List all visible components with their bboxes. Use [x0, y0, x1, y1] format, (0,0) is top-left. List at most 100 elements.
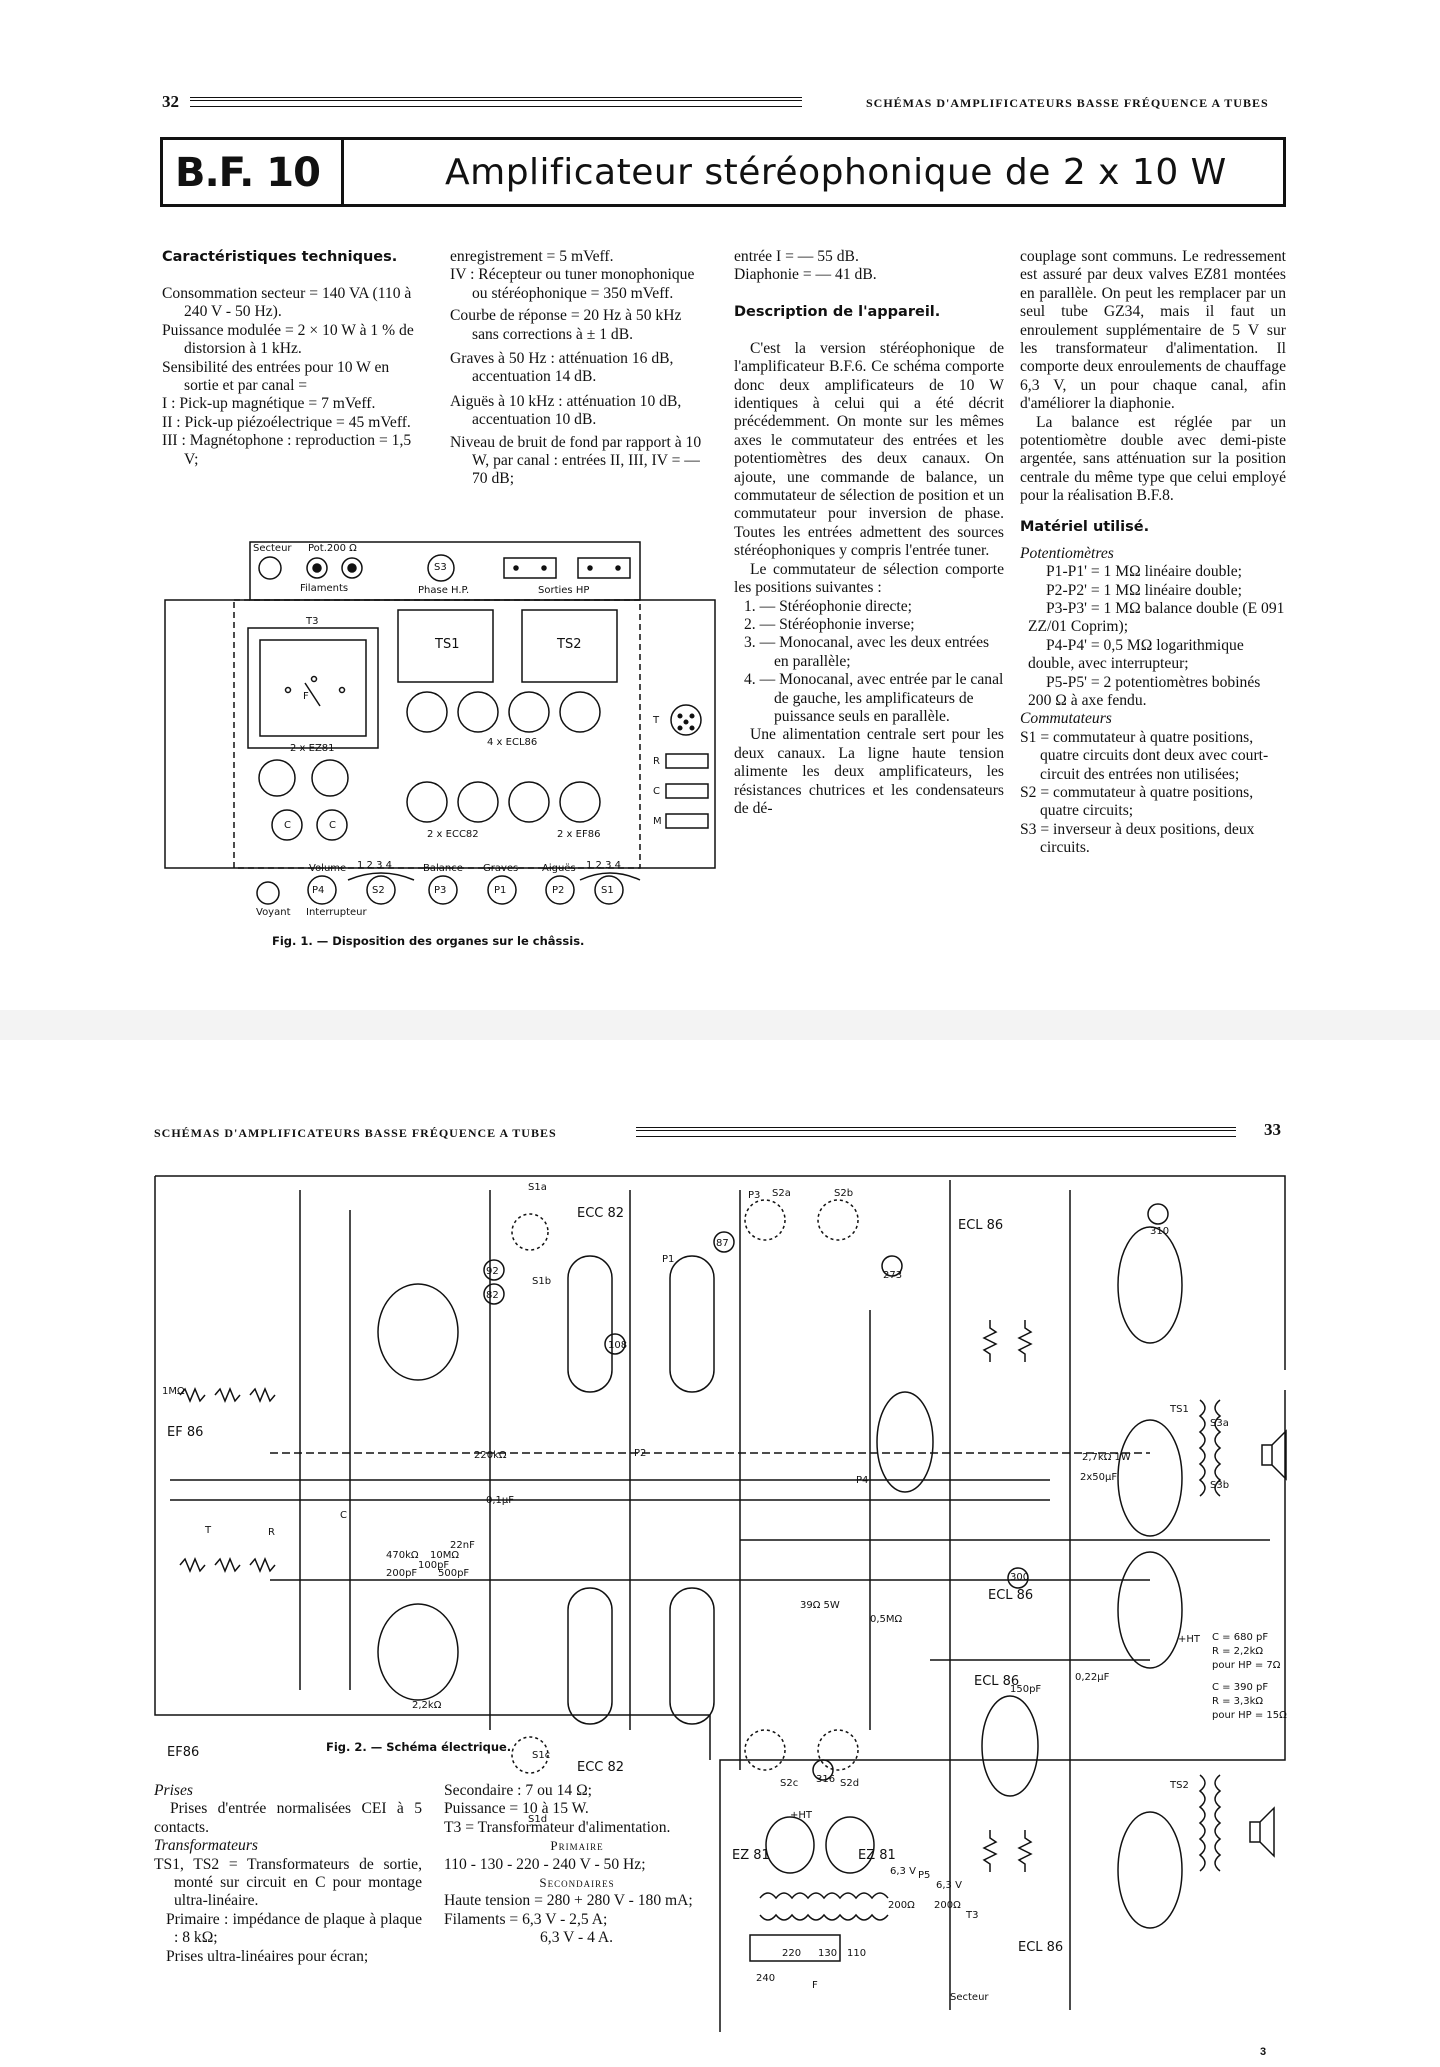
ef86-tube-icon: [377, 1283, 459, 1381]
pin-icon: [677, 713, 683, 719]
tube-label: ECL 86: [974, 1674, 1020, 1689]
text-line: Diaphonie = — 41 dB.: [734, 266, 877, 284]
test-point: [881, 1255, 903, 1277]
ts1-winding: [1198, 1399, 1206, 1497]
text-line: 110 - 130 - 220 - 240 V - 50 Hz;: [444, 1855, 646, 1873]
pot-label: P4: [856, 1475, 869, 1486]
fig1-knob-label: S1: [601, 885, 614, 896]
fig1-label: TS1: [435, 637, 460, 652]
fig1-label: R: [653, 756, 660, 767]
pot-label: P5: [918, 1870, 931, 1881]
test-point: [812, 1759, 834, 1781]
voltage-selector: [749, 1934, 841, 1962]
resistor-label: 200Ω: [934, 1900, 961, 1911]
subheading: Primaire: [550, 1838, 604, 1854]
component-label: 470kΩ: [386, 1550, 419, 1561]
ts2-winding: [1214, 1774, 1222, 1872]
pot-knob-icon: [347, 563, 357, 573]
pin-icon: [513, 565, 519, 571]
text-line: Niveau de bruit de fond par rapport à 10…: [450, 433, 702, 488]
list-item: 3. — Monocanal, avec les deux entrées en…: [744, 634, 990, 670]
list-item: 1. — Stéréophonie directe;: [744, 597, 913, 615]
balance-knob: [428, 875, 458, 905]
mains-label: Secteur: [950, 1992, 989, 2003]
hp-socket-icon: [577, 557, 631, 579]
ez81-tube-icon: [258, 759, 296, 797]
ts2-winding: [1198, 1774, 1206, 1872]
capacitor-icon: [271, 809, 303, 841]
input-label: C: [340, 1510, 347, 1521]
subheading: Transformateurs: [154, 1837, 258, 1855]
ts2-transformer: [521, 609, 618, 683]
column-4: couplage sont communs. Le redressement e…: [1020, 248, 1286, 858]
test-point: [1147, 1203, 1169, 1225]
ts1-winding: [1214, 1399, 1222, 1497]
switch-label: S2a: [772, 1188, 791, 1199]
fig1-label: 4 x ECL86: [487, 737, 538, 748]
tap-label: 220: [782, 1948, 802, 1959]
column-1: Prises Prises d'entrée normalisées CEI à…: [154, 1782, 422, 1966]
capacitor-icon: [316, 809, 348, 841]
fuse-label: F: [812, 1980, 818, 1991]
text-line: Aiguës à 10 kHz : atténuation 10 dB, acc…: [450, 392, 682, 429]
fig1-knob-label: P3: [434, 885, 447, 896]
t3-primary: [759, 1913, 889, 1921]
wiring: [299, 1180, 1071, 2010]
pin-icon: [284, 686, 292, 694]
pot-knob-icon: [312, 563, 322, 573]
fig1-label: C: [329, 820, 336, 831]
ef86-tube-icon: [508, 781, 550, 823]
ecc82-triode-icon: [567, 1255, 613, 1393]
note-label: C = 390 pF: [1212, 1682, 1269, 1693]
text-line: Haute tension = 280 + 280 V - 180 mA;: [444, 1892, 693, 1910]
list-item: S2 = commutateur à quatre positions, qua…: [1020, 783, 1254, 820]
pot-icon: [341, 557, 363, 579]
pin-icon: [541, 565, 547, 571]
page-32: 32 SCHÉMAS D'AMPLIFICATEURS BASSE FRÉQUE…: [0, 0, 1440, 1010]
component-label: 2,7kΩ 1W: [1082, 1452, 1131, 1463]
pin-icon: [689, 725, 695, 731]
list-item: P3-P3' = 1 MΩ balance double (E 091 ZZ/0…: [1028, 599, 1285, 636]
ecl86-tube-icon: [1117, 1811, 1183, 1929]
ef86-tube-icon: [559, 781, 601, 823]
page-number: 33: [1264, 1120, 1281, 1139]
column-2: Secondaire : 7 ou 14 Ω; Puissance = 10 à…: [444, 1782, 710, 1948]
tube-label: ECC 82: [577, 1760, 625, 1775]
s2b-switch-icon: [817, 1199, 859, 1241]
transformer-label: TS1: [1170, 1404, 1189, 1415]
fig1-label: M: [653, 816, 662, 827]
paragraph: Une alimentation centrale sert pour les …: [734, 726, 1004, 817]
test-point-label: 108: [608, 1340, 628, 1351]
test-point-label: 316: [816, 1774, 836, 1785]
section-heading: Description de l'appareil.: [734, 303, 941, 320]
input-label: T: [205, 1525, 212, 1536]
fig1-label: 1 2 3 4: [357, 860, 392, 871]
subheading: Commutateurs: [1020, 710, 1112, 728]
fig1-knob-label: P2: [552, 885, 565, 896]
ecl86-tube-icon: [1117, 1226, 1183, 1344]
text-line: entrée I = — 55 dB.: [734, 248, 859, 265]
supply-label: +HT: [790, 1810, 813, 1821]
component-label: 200pF: [386, 1568, 418, 1579]
fig1-caption: Fig. 1. — Disposition des organes sur le…: [272, 934, 585, 948]
pin-icon: [683, 719, 689, 725]
test-point-label: 273: [883, 1270, 903, 1281]
pin-icon: [310, 675, 318, 683]
transformer-label: TS2: [1170, 1780, 1189, 1791]
input-socket-c: [665, 783, 709, 799]
tube-label: ECL 86: [988, 1588, 1034, 1603]
title-box: B.F. 10 Amplificateur stéréophonique de …: [160, 137, 1286, 207]
ecl86-triode-icon: [981, 1695, 1039, 1797]
ecl86-tube-icon: [457, 691, 499, 733]
fig1-label: C: [653, 786, 660, 797]
list-item: S3 = inverseur à deux positions, deux ci…: [1020, 820, 1255, 857]
page-33: SCHÉMAS D'AMPLIFICATEURS BASSE FRÉQUENCE…: [0, 1040, 1440, 2067]
running-head: SCHÉMAS D'AMPLIFICATEURS BASSE FRÉQUENCE…: [866, 96, 1269, 110]
test-point-label: 87: [716, 1238, 729, 1249]
paragraph: C'est la version stéréophonique de l'amp…: [734, 339, 1004, 560]
voltage-label: 6,3 V: [890, 1866, 916, 1877]
text-line: enregistrement = 5 mVeff.: [450, 248, 614, 265]
header-rule: [190, 97, 802, 107]
pin-icon: [677, 725, 683, 731]
ecc82-tube-icon: [406, 781, 448, 823]
